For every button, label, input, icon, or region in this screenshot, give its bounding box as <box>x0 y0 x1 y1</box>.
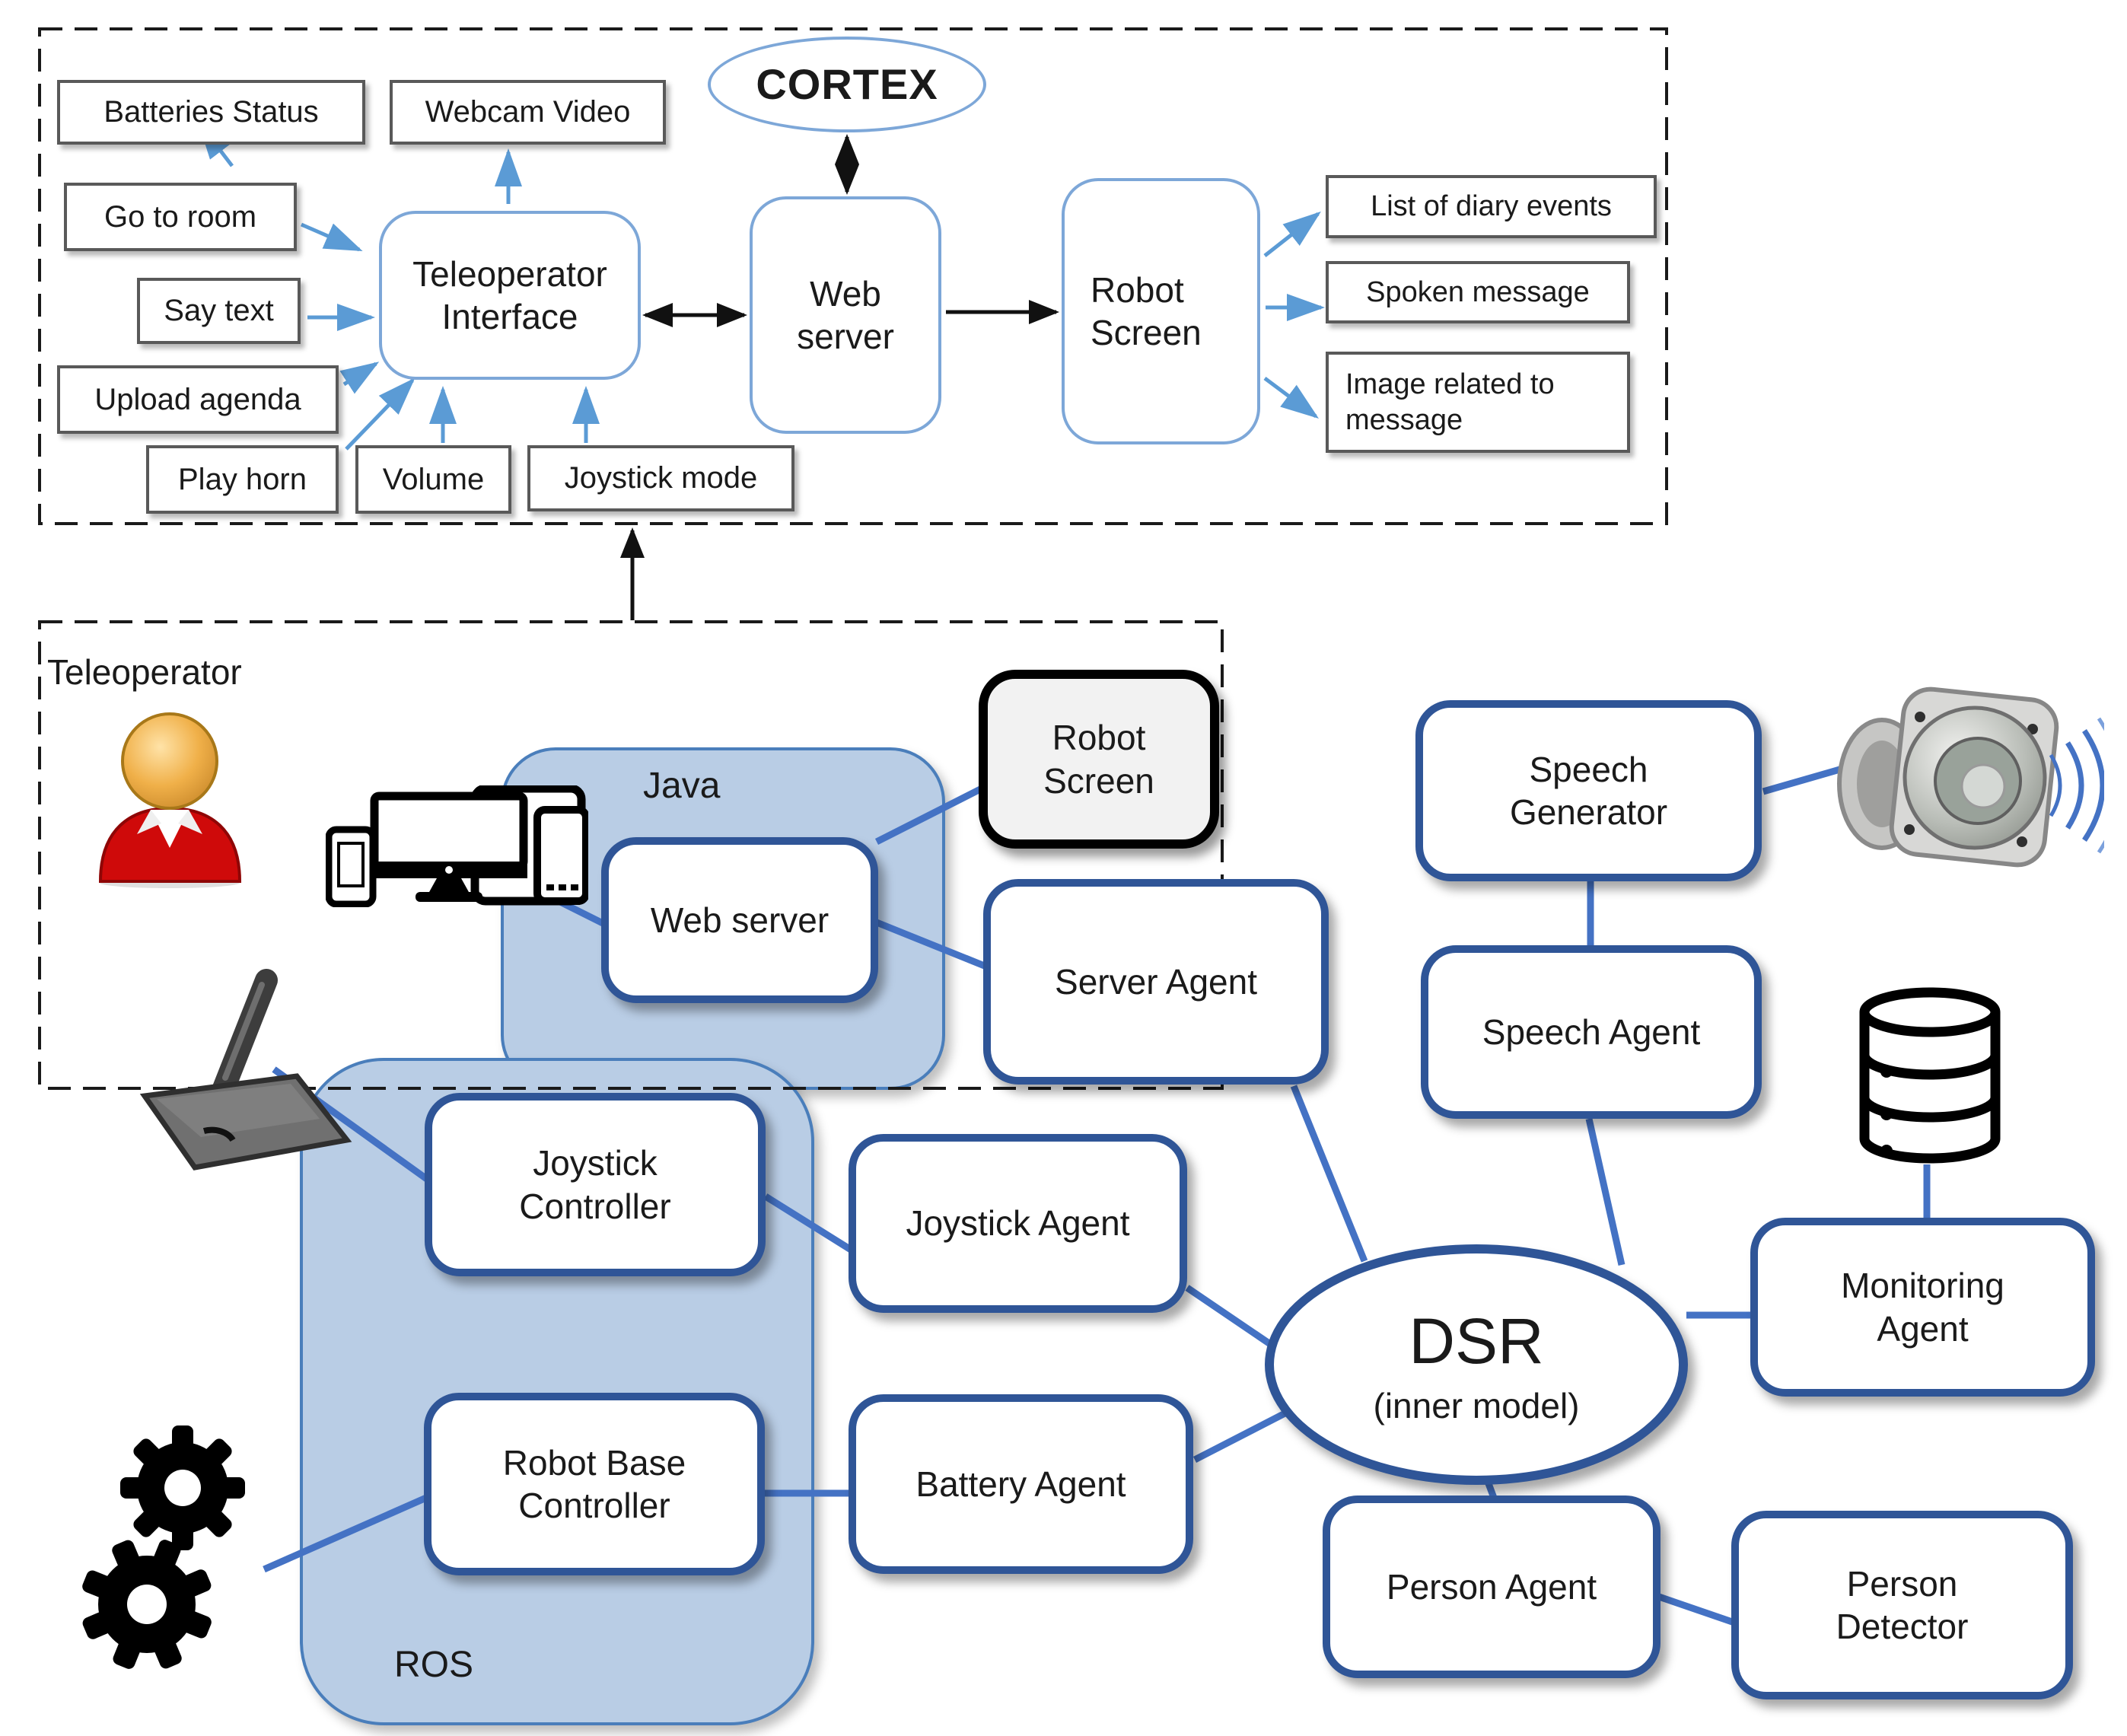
speech-generator-box: Speech Generator <box>1415 700 1762 881</box>
link-personagent-persondetector <box>1657 1593 1736 1626</box>
go-to-room-label: Go to room <box>64 183 297 251</box>
robot-base-controller-box: Robot Base Controller <box>424 1393 765 1575</box>
volume-label: Volume <box>355 445 511 514</box>
database-icon <box>1859 987 2001 1164</box>
speech-agent-box: Speech Agent <box>1421 945 1762 1119</box>
webcam-video-label: Webcam Video <box>390 80 666 145</box>
person-icon <box>98 712 242 888</box>
speaker-icon <box>1837 686 2104 868</box>
person-detector-box: Person Detector <box>1731 1511 2073 1699</box>
arrow-play-horn <box>345 377 416 451</box>
arrow-to-image-message <box>1263 376 1320 419</box>
arrow-to-diary-events <box>1263 211 1321 257</box>
gears-icon <box>82 1425 245 1669</box>
play-horn-label: Play horn <box>146 445 339 514</box>
arrow-go-to-room <box>301 222 363 252</box>
ros-label: ROS <box>394 1645 474 1685</box>
web-server-top-box: Web server <box>750 196 941 434</box>
cortex-ellipse: CORTEX <box>708 37 986 132</box>
person-agent-box: Person Agent <box>1323 1496 1661 1678</box>
link-speechagent-dsr <box>1585 1118 1625 1266</box>
batteries-status-label: Batteries Status <box>57 80 365 145</box>
image-related-to-message-label: Image related to message <box>1326 352 1630 453</box>
devices-icon <box>326 785 588 907</box>
teleoperator-label: Teleoperator <box>47 652 242 692</box>
dsr-title: DSR <box>1409 1304 1544 1377</box>
monitoring-agent-box: Monitoring Agent <box>1750 1218 2095 1397</box>
arrow-upload-agenda <box>339 362 380 394</box>
list-of-diary-events-label: List of diary events <box>1326 175 1657 238</box>
robot-screen-top-box: Robot Screen <box>1062 178 1260 444</box>
say-text-label: Say text <box>137 278 301 344</box>
spoken-message-label: Spoken message <box>1326 261 1630 323</box>
link-batteryagent-dsr <box>1192 1403 1301 1464</box>
upload-agenda-label: Upload agenda <box>57 365 339 434</box>
teleoperator-interface-box: Teleoperator Interface <box>379 211 641 380</box>
link-serveragent-dsr <box>1290 1085 1368 1263</box>
server-agent-box: Server Agent <box>983 879 1329 1085</box>
battery-agent-box: Battery Agent <box>849 1394 1193 1574</box>
link-joystickagent-dsr <box>1185 1285 1275 1349</box>
joystick-mode-label: Joystick mode <box>527 445 794 511</box>
joystick-controller-box: Joystick Controller <box>425 1093 766 1276</box>
dsr-ellipse: DSR (inner model) <box>1265 1244 1688 1485</box>
joystick-agent-box: Joystick Agent <box>849 1134 1187 1313</box>
robot-screen-bottom-box: Robot Screen <box>979 670 1219 849</box>
dsr-subtitle: (inner model) <box>1373 1386 1580 1426</box>
web-server-bottom-box: Web server <box>601 837 878 1003</box>
java-label: Java <box>643 766 721 806</box>
joystick-icon <box>139 969 352 1171</box>
